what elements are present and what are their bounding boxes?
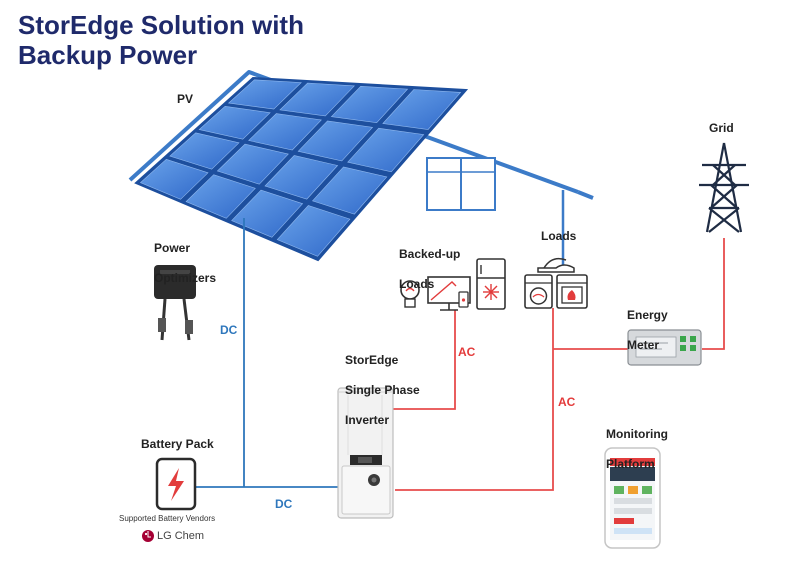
energy-meter-line-2: Meter bbox=[627, 338, 660, 352]
oven-icon bbox=[556, 274, 588, 309]
lg-chem-label: LG Chem bbox=[157, 530, 205, 542]
dc-label-horizontal: DC bbox=[275, 497, 293, 511]
solar-cell bbox=[139, 158, 209, 200]
dc-label-vertical: DC bbox=[220, 323, 238, 337]
solar-cell bbox=[227, 79, 302, 110]
ac-label-backup: AC bbox=[458, 345, 476, 359]
solar-cell bbox=[311, 166, 388, 215]
lightbulb-icon bbox=[400, 280, 420, 308]
pv-label: PV bbox=[177, 92, 194, 106]
backed-up-loads-label: Backed-up Loads bbox=[399, 232, 460, 292]
monitoring-line-1: Monitoring bbox=[606, 427, 668, 441]
power-optimizer-icon bbox=[154, 265, 196, 341]
solar-cell bbox=[231, 189, 304, 238]
supported-vendors-label: Supported Battery Vendors bbox=[119, 514, 216, 523]
backed-up-loads-line-1: Backed-up bbox=[399, 247, 461, 261]
battery-icon bbox=[155, 457, 197, 511]
ac-label-grid: AC bbox=[558, 395, 576, 409]
solar-cell bbox=[276, 205, 351, 257]
energy-meter-label: Energy Meter bbox=[627, 293, 668, 353]
solar-cell bbox=[216, 143, 289, 185]
ac-wiring bbox=[393, 238, 725, 491]
title-line-1: StorEdge Solution with bbox=[18, 10, 304, 40]
loads-label: Loads bbox=[541, 229, 577, 243]
fridge-icon bbox=[476, 258, 506, 310]
solar-cell bbox=[264, 155, 339, 200]
house-outline bbox=[128, 70, 594, 268]
solar-cell bbox=[169, 132, 240, 170]
solar-cell bbox=[382, 89, 462, 130]
inverter-line-1: StorEdge bbox=[345, 353, 399, 367]
solar-panel-icon bbox=[134, 76, 469, 262]
inverter-icon bbox=[337, 387, 394, 519]
power-optimizers-line-1: Power bbox=[154, 241, 191, 255]
solar-cell bbox=[248, 113, 322, 151]
power-optimizers-label: Power Optimizers bbox=[154, 226, 216, 286]
solar-cell bbox=[330, 85, 409, 124]
power-optimizers-line-2: Optimizers bbox=[154, 271, 217, 285]
energy-meter-line-1: Energy bbox=[627, 308, 668, 322]
house-window bbox=[426, 157, 496, 211]
monitoring-platform-label: Monitoring Platform bbox=[606, 412, 668, 472]
diagram-title: StorEdge Solution with Backup Power bbox=[18, 10, 304, 70]
inverter-line-2: Single Phase bbox=[345, 383, 420, 397]
grid-label: Grid bbox=[709, 121, 734, 135]
backed-up-loads-line-2: Loads bbox=[399, 277, 435, 291]
inverter-label: StorEdge Single Phase Inverter bbox=[345, 338, 420, 428]
inverter-line-3: Inverter bbox=[345, 413, 390, 427]
dc-wiring bbox=[195, 218, 338, 488]
solar-cell bbox=[347, 127, 425, 173]
iron-icon bbox=[537, 257, 575, 273]
washing-machine-icon bbox=[524, 274, 553, 309]
transmission-tower-icon bbox=[699, 142, 749, 233]
battery-pack-label: Battery Pack bbox=[141, 437, 214, 451]
monitoring-line-2: Platform bbox=[606, 457, 655, 471]
solar-cell bbox=[185, 174, 256, 219]
smartphone-icon bbox=[604, 447, 661, 549]
solar-cell bbox=[198, 105, 271, 140]
monitor-icon bbox=[427, 276, 471, 311]
solar-cell bbox=[297, 120, 374, 162]
title-line-2: Backup Power bbox=[18, 40, 198, 70]
solar-cells bbox=[139, 79, 462, 257]
energy-meter-icon bbox=[627, 329, 702, 366]
solar-cell bbox=[279, 82, 355, 117]
lg-logo-icon bbox=[142, 530, 154, 542]
